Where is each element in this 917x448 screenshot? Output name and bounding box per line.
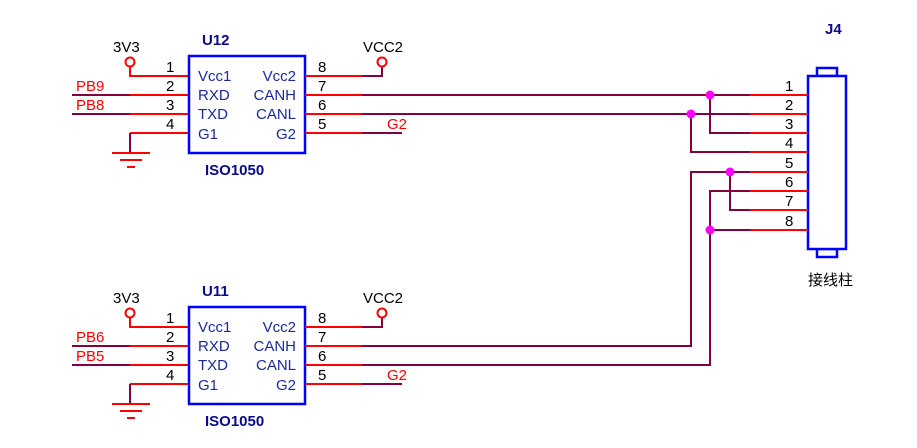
power-port-icon bbox=[124, 56, 136, 68]
pin-name: Vcc2 bbox=[263, 319, 296, 336]
j4-pin-number: 8 bbox=[785, 213, 793, 230]
wire-vcc2 bbox=[362, 66, 383, 77]
wire-vcc1 bbox=[129, 66, 189, 77]
power-port-icon bbox=[376, 56, 388, 68]
connector-j4: J4 接线柱 1 2 3 4 5 6 7 8 bbox=[750, 21, 853, 289]
pin-name: CANL bbox=[256, 106, 296, 123]
chip-ref: U12 bbox=[202, 32, 230, 49]
pin-name: CANL bbox=[256, 357, 296, 374]
power-port-icon bbox=[376, 307, 388, 319]
j4-pin-number: 5 bbox=[785, 155, 793, 172]
power-label-vcc2: VCC2 bbox=[363, 39, 403, 56]
net-label-pb8: PB8 bbox=[76, 97, 104, 114]
pin-name: RXD bbox=[198, 87, 230, 104]
chip-u12: 3V3 1 2 3 4 PB9 PB8 U12 ISO1050 Vcc1 RXD… bbox=[72, 32, 407, 179]
pin-number: 8 bbox=[318, 59, 326, 76]
j4-pin-number: 1 bbox=[785, 78, 793, 95]
pin-name: TXD bbox=[198, 106, 228, 123]
chip-body bbox=[187, 54, 307, 155]
pin-name: Vcc1 bbox=[198, 319, 231, 336]
pin-number: 3 bbox=[166, 97, 174, 114]
pin-name: Vcc1 bbox=[198, 68, 231, 85]
j4-pin-number: 4 bbox=[785, 135, 793, 152]
net-label-g2: G2 bbox=[387, 367, 407, 384]
pin-name: G2 bbox=[276, 377, 296, 394]
chip-body bbox=[187, 305, 307, 406]
pin-number: 4 bbox=[166, 116, 174, 133]
chip-part: ISO1050 bbox=[205, 413, 264, 430]
chip-u11: 3V3 1 2 3 4 PB6 PB5 U11 ISO1050 Vcc1 RXD… bbox=[72, 283, 407, 430]
j4-pin-number: 3 bbox=[785, 116, 793, 133]
pin-name: RXD bbox=[198, 338, 230, 355]
power-label-3v3: 3V3 bbox=[113, 39, 140, 56]
pin-number: 3 bbox=[166, 348, 174, 365]
pin-number: 2 bbox=[166, 78, 174, 95]
j4-pin-number: 6 bbox=[785, 174, 793, 191]
wire-j4-3 bbox=[709, 95, 750, 134]
pin-name: G1 bbox=[198, 126, 218, 143]
wire-vcc2 bbox=[362, 317, 383, 328]
wire-j4-4 bbox=[690, 114, 750, 153]
junction-dot bbox=[725, 167, 735, 177]
wire-u11-canh bbox=[362, 171, 750, 347]
power-port-icon bbox=[124, 307, 136, 319]
pin-number: 5 bbox=[318, 116, 326, 133]
wire-u11-canl bbox=[362, 190, 750, 366]
ground-icon bbox=[112, 403, 150, 419]
pin-number: 4 bbox=[166, 367, 174, 384]
pin-name: G1 bbox=[198, 377, 218, 394]
pin-number: 1 bbox=[166, 310, 174, 327]
j4-pin-number: 7 bbox=[785, 193, 793, 210]
pin-number: 7 bbox=[318, 329, 326, 346]
net-label-g2: G2 bbox=[387, 116, 407, 133]
junction-dot bbox=[705, 225, 715, 235]
power-label-3v3: 3V3 bbox=[113, 290, 140, 307]
wire-vcc1 bbox=[129, 317, 189, 328]
ground-icon bbox=[112, 152, 150, 168]
pin-number: 7 bbox=[318, 78, 326, 95]
wire-j4-7 bbox=[729, 172, 750, 211]
connector-ref: J4 bbox=[825, 21, 842, 38]
pin-name: G2 bbox=[276, 126, 296, 143]
junction-dot bbox=[705, 90, 715, 100]
chip-part: ISO1050 bbox=[205, 162, 264, 179]
net-label-pb9: PB9 bbox=[76, 78, 104, 95]
pin-name: CANH bbox=[253, 87, 296, 104]
pin-number: 8 bbox=[318, 310, 326, 327]
junction-dot bbox=[686, 109, 696, 119]
connector-label: 接线柱 bbox=[808, 271, 853, 289]
pin-number: 1 bbox=[166, 59, 174, 76]
pin-number: 6 bbox=[318, 97, 326, 114]
net-label-pb5: PB5 bbox=[76, 348, 104, 365]
pin-number: 6 bbox=[318, 348, 326, 365]
chip-ref: U11 bbox=[202, 283, 229, 300]
pin-number: 5 bbox=[318, 367, 326, 384]
pin-name: CANH bbox=[253, 338, 296, 355]
connector-body bbox=[806, 74, 848, 251]
pin-name: Vcc2 bbox=[263, 68, 296, 85]
pin-name: TXD bbox=[198, 357, 228, 374]
can-bus-wiring bbox=[362, 90, 750, 366]
power-label-vcc2: VCC2 bbox=[363, 290, 403, 307]
pin-number: 2 bbox=[166, 329, 174, 346]
net-label-pb6: PB6 bbox=[76, 329, 104, 346]
j4-pin-number: 2 bbox=[785, 97, 793, 114]
